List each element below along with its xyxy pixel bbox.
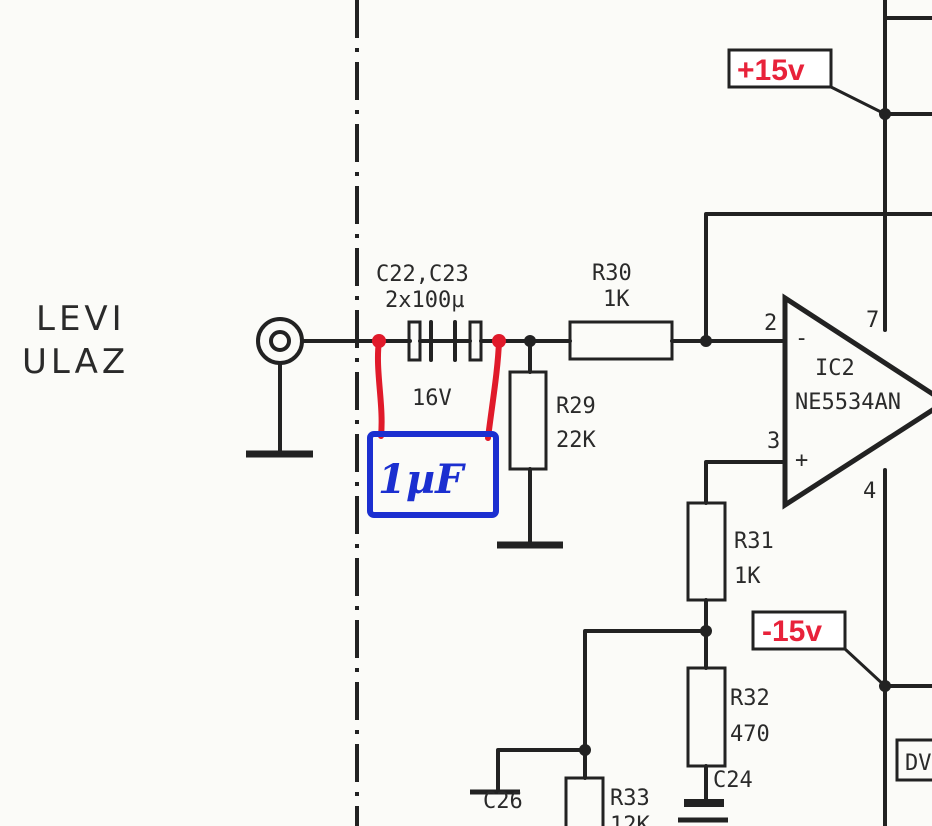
resistor-r32	[686, 666, 727, 768]
capacitor-voltage: 16V	[412, 386, 452, 411]
resistor-r29	[508, 370, 548, 471]
capacitor-value: 2x100µ	[385, 288, 464, 313]
resistor-r33	[564, 776, 605, 826]
opamp-pin7: 7	[866, 308, 879, 333]
negative-rail-badge	[751, 610, 847, 651]
r32-name: R32	[730, 686, 770, 711]
negative-rail-label: -15v	[762, 615, 822, 648]
partial-component-box	[895, 738, 932, 782]
blue-annotation-box	[367, 431, 499, 518]
resistor-r30	[568, 320, 674, 361]
c24-label: C24	[713, 768, 753, 793]
opamp-name: IC2	[815, 356, 855, 381]
r33-name: R33	[610, 786, 650, 811]
opamp-pin4: 4	[863, 479, 876, 504]
opamp-ic2	[782, 293, 932, 510]
opamp-pin3: 3	[767, 429, 780, 454]
r29-value: 22K	[556, 428, 596, 453]
capacitor-name: C22,C23	[376, 262, 469, 287]
opamp-part: NE5534AN	[795, 390, 901, 415]
opamp-minus: -	[795, 326, 808, 351]
r32-value: 470	[730, 722, 770, 747]
positive-rail-badge	[727, 48, 833, 89]
c26-label: C26	[483, 789, 523, 814]
annotation-1uf-text: 1µF	[378, 456, 466, 503]
capacitor-c24	[684, 799, 724, 807]
r30-name: R30	[592, 261, 632, 286]
input-label-line1: LEVI	[36, 299, 126, 339]
opamp-pin2: 2	[764, 311, 777, 336]
partial-label: DV	[905, 751, 932, 776]
feedback-wire	[704, 212, 932, 343]
r31-value: 1K	[734, 564, 761, 589]
r29-name: R29	[556, 394, 596, 419]
capacitor-c22-c23	[407, 320, 572, 362]
r33-value: 12K	[610, 813, 650, 826]
r30-value: 1K	[603, 287, 630, 312]
red-annotation-wires	[372, 334, 506, 441]
input-label-line2: ULAZ	[22, 342, 129, 382]
opamp-plus: +	[795, 448, 808, 473]
resistor-r31	[686, 501, 727, 602]
r31-name: R31	[734, 529, 774, 554]
positive-rail-label: +15v	[737, 54, 805, 87]
